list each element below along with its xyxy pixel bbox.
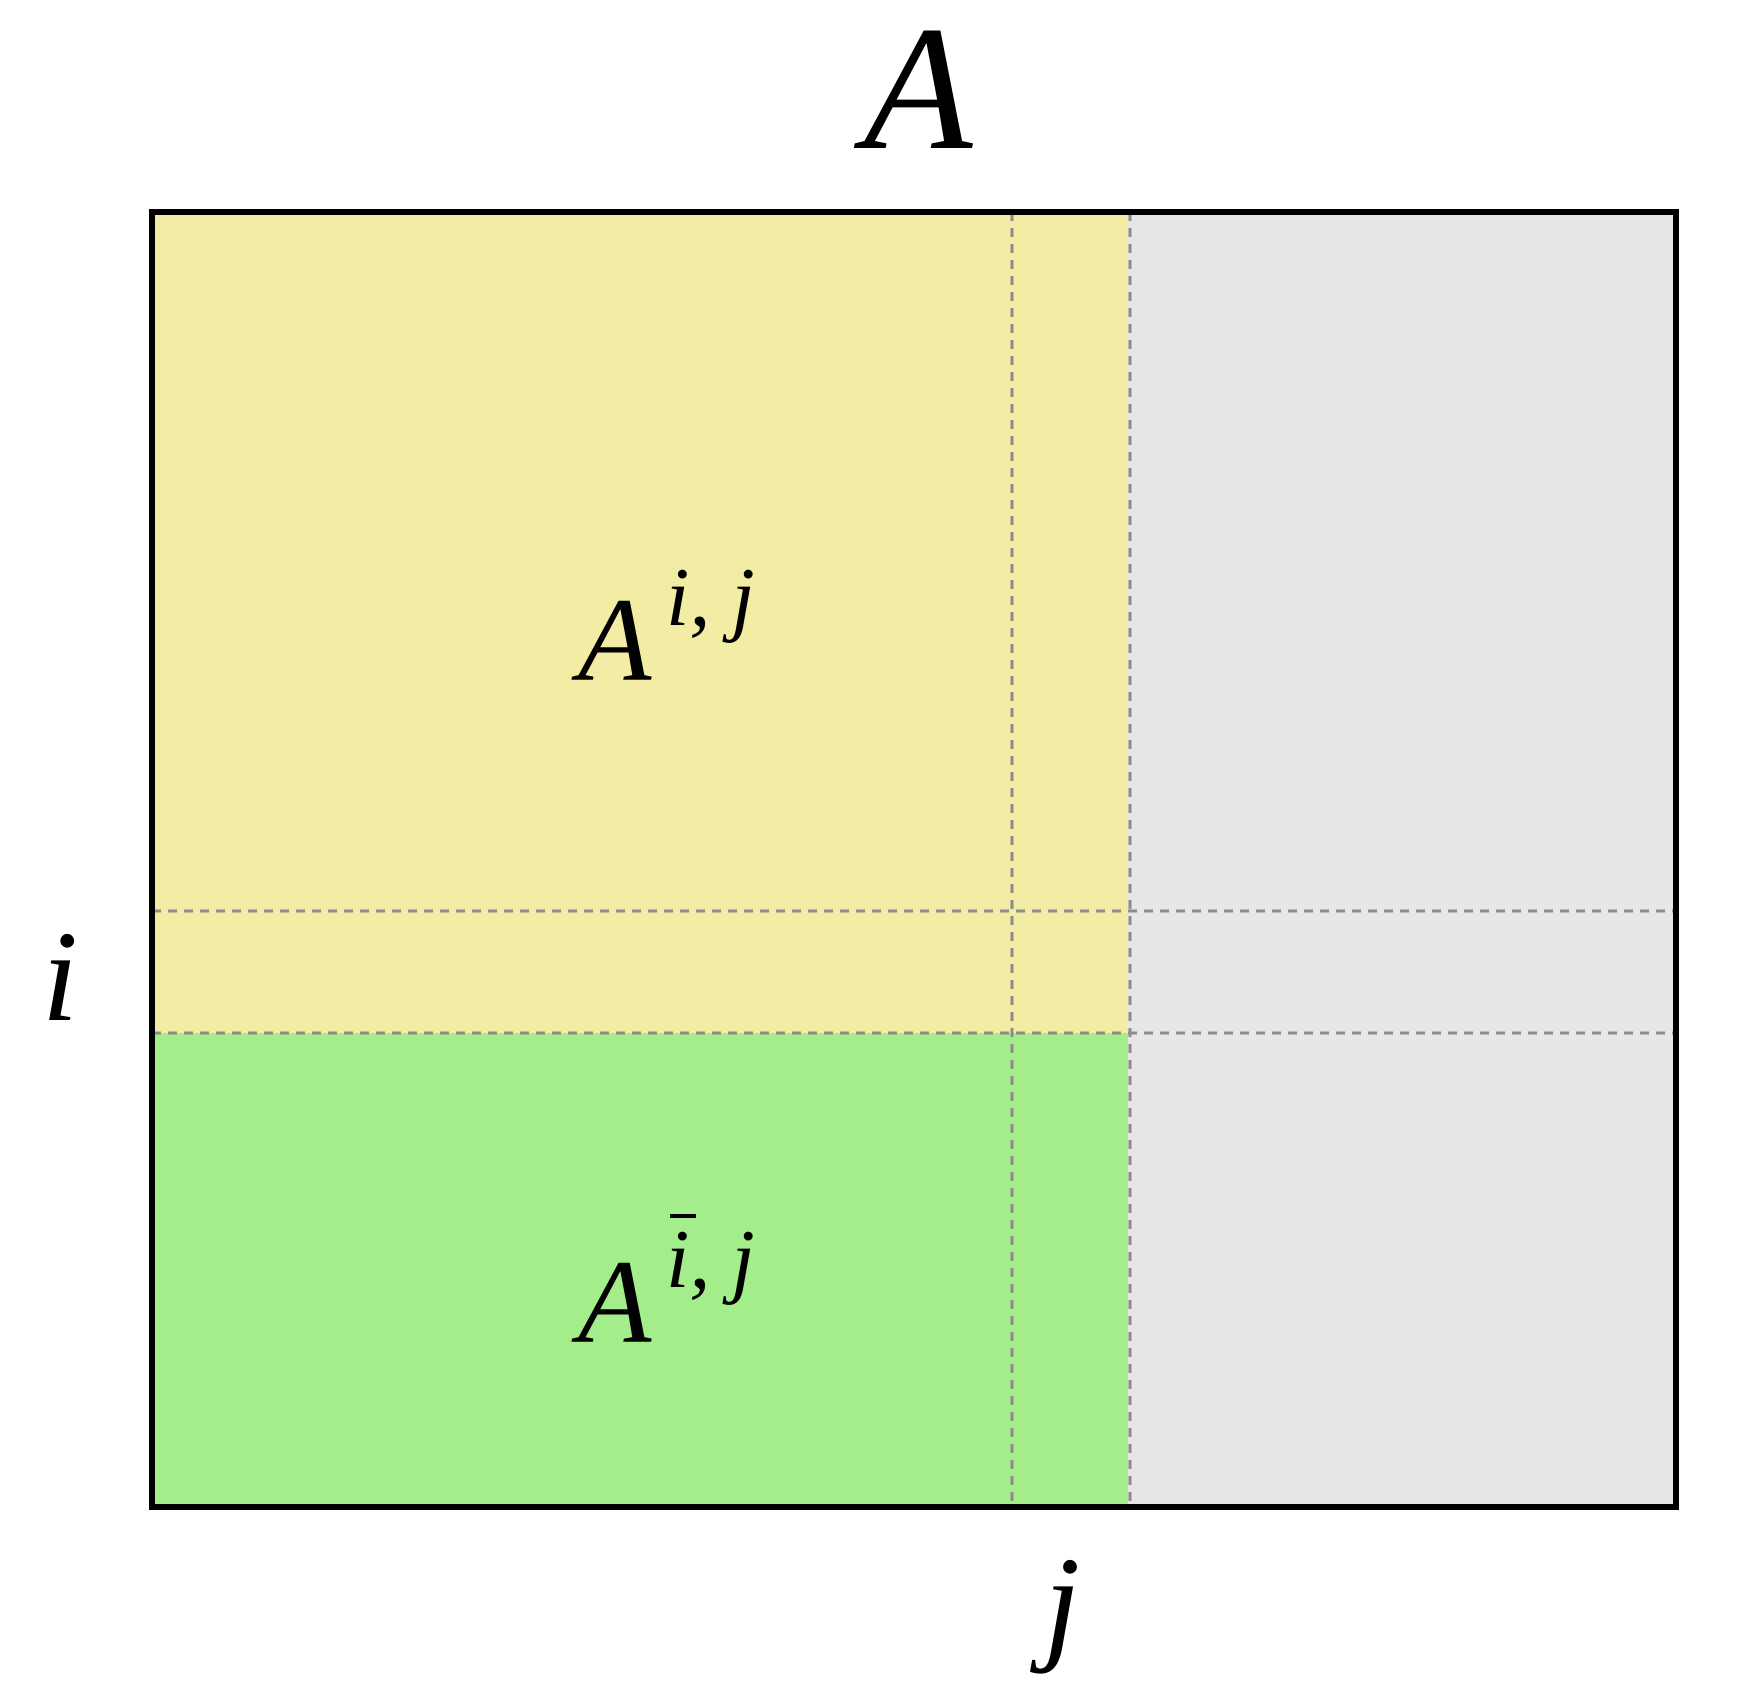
upper-block-base: A xyxy=(571,573,652,706)
row-index-label: i xyxy=(42,905,78,1049)
lower-block-base: A xyxy=(571,1235,652,1368)
dashed-guide-lines xyxy=(152,212,1676,1507)
column-index-label: j xyxy=(1030,1531,1080,1675)
upper-block-label: A i, j xyxy=(571,551,755,706)
lower-block-superscript: i, j xyxy=(666,1213,755,1306)
upper-left-block-region xyxy=(152,212,1128,1033)
right-remaining-region xyxy=(1128,212,1676,1507)
matrix-border xyxy=(149,209,1679,1510)
matrix-title: A xyxy=(854,0,974,187)
upper-block-superscript: i, j xyxy=(666,551,755,644)
lower-left-block-region xyxy=(152,1033,1128,1507)
lower-block-label: A i, j xyxy=(571,1213,755,1368)
